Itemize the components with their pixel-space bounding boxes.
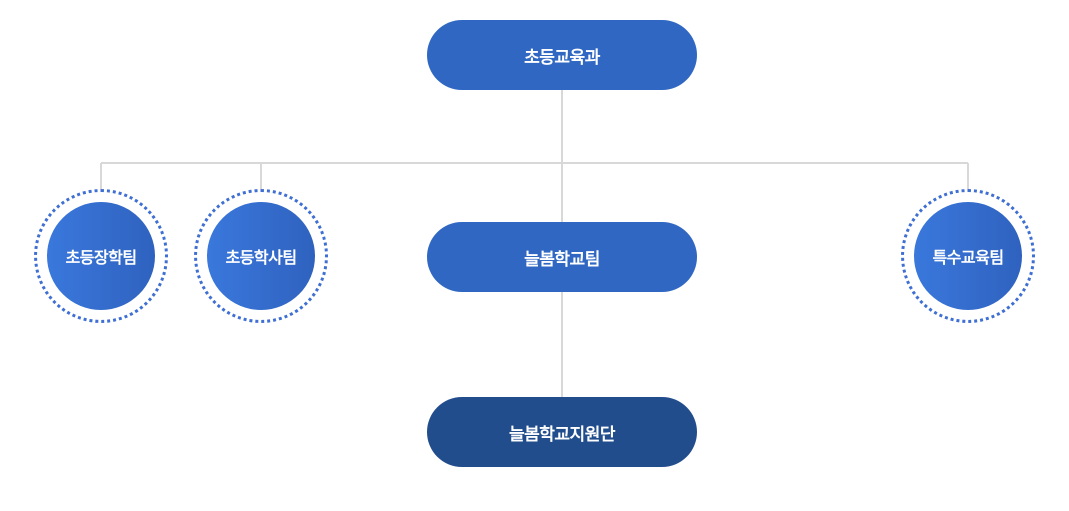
team-node-elementary-supervision: 초등장학팀 xyxy=(34,189,168,323)
team-label-elementary-academic-affairs: 초등학사팀 xyxy=(207,202,315,310)
team-node-special-education: 특수교육팀 xyxy=(901,189,1035,323)
team-label-elementary-supervision: 초등장학팀 xyxy=(47,202,155,310)
sub-unit-node-neulbom-school-support-group: 늘봄학교지원단 xyxy=(427,397,697,467)
team-label-special-education: 특수교육팀 xyxy=(914,202,1022,310)
team-node-elementary-academic-affairs: 초등학사팀 xyxy=(194,189,328,323)
team-node-neulbom-school: 늘봄학교팀 xyxy=(427,222,697,292)
root-node-elementary-education-division: 초등교육과 xyxy=(427,20,697,90)
